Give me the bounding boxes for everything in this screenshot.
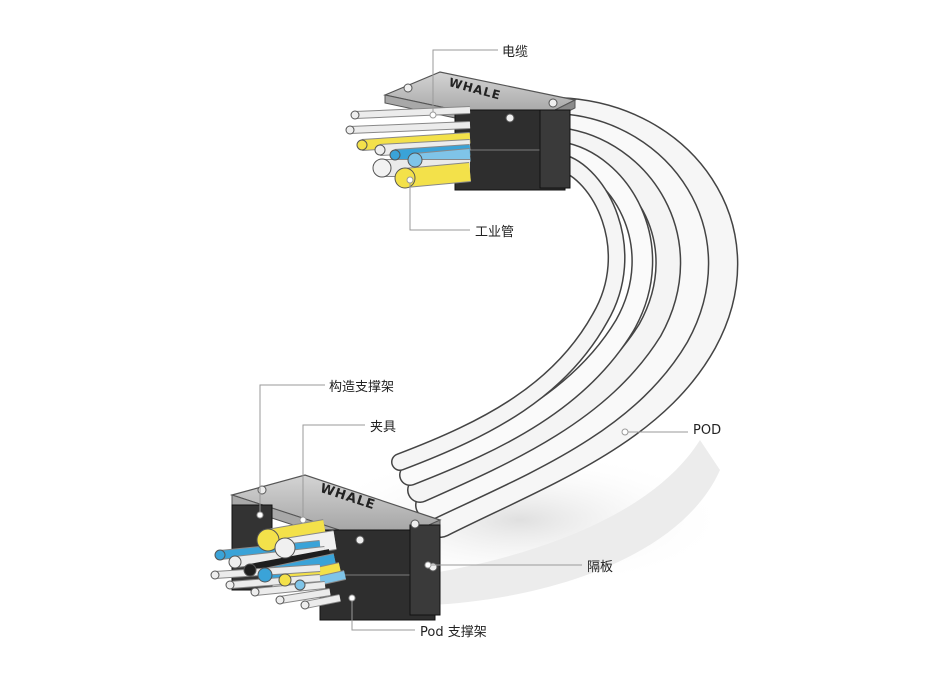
label-pod: POD (693, 423, 722, 438)
bottom-connector (229, 474, 442, 621)
label-structure-support: 构造支撑架 (329, 380, 395, 395)
leader-lines (259, 49, 688, 631)
ground-shadow-curve (420, 440, 720, 605)
label-industrial-tube: 工业管 (475, 225, 515, 240)
label-divider: 隔板 (587, 560, 614, 575)
label-cable: 电缆 (502, 45, 529, 60)
leader-industrial-tube (409, 180, 470, 231)
label-pod-support: Pod 支撑架 (420, 625, 487, 640)
bottom-cable-fan (210, 519, 347, 610)
leader-pod-support (351, 598, 415, 631)
label-clamp: 夹具 (370, 420, 397, 435)
top-cable-fan (345, 106, 471, 189)
leader-structure-support (259, 384, 325, 515)
leader-clamp (302, 424, 365, 520)
leader-cable (432, 49, 498, 115)
pod-ribbon-bundle (391, 97, 739, 538)
leader-dots (256, 111, 629, 602)
